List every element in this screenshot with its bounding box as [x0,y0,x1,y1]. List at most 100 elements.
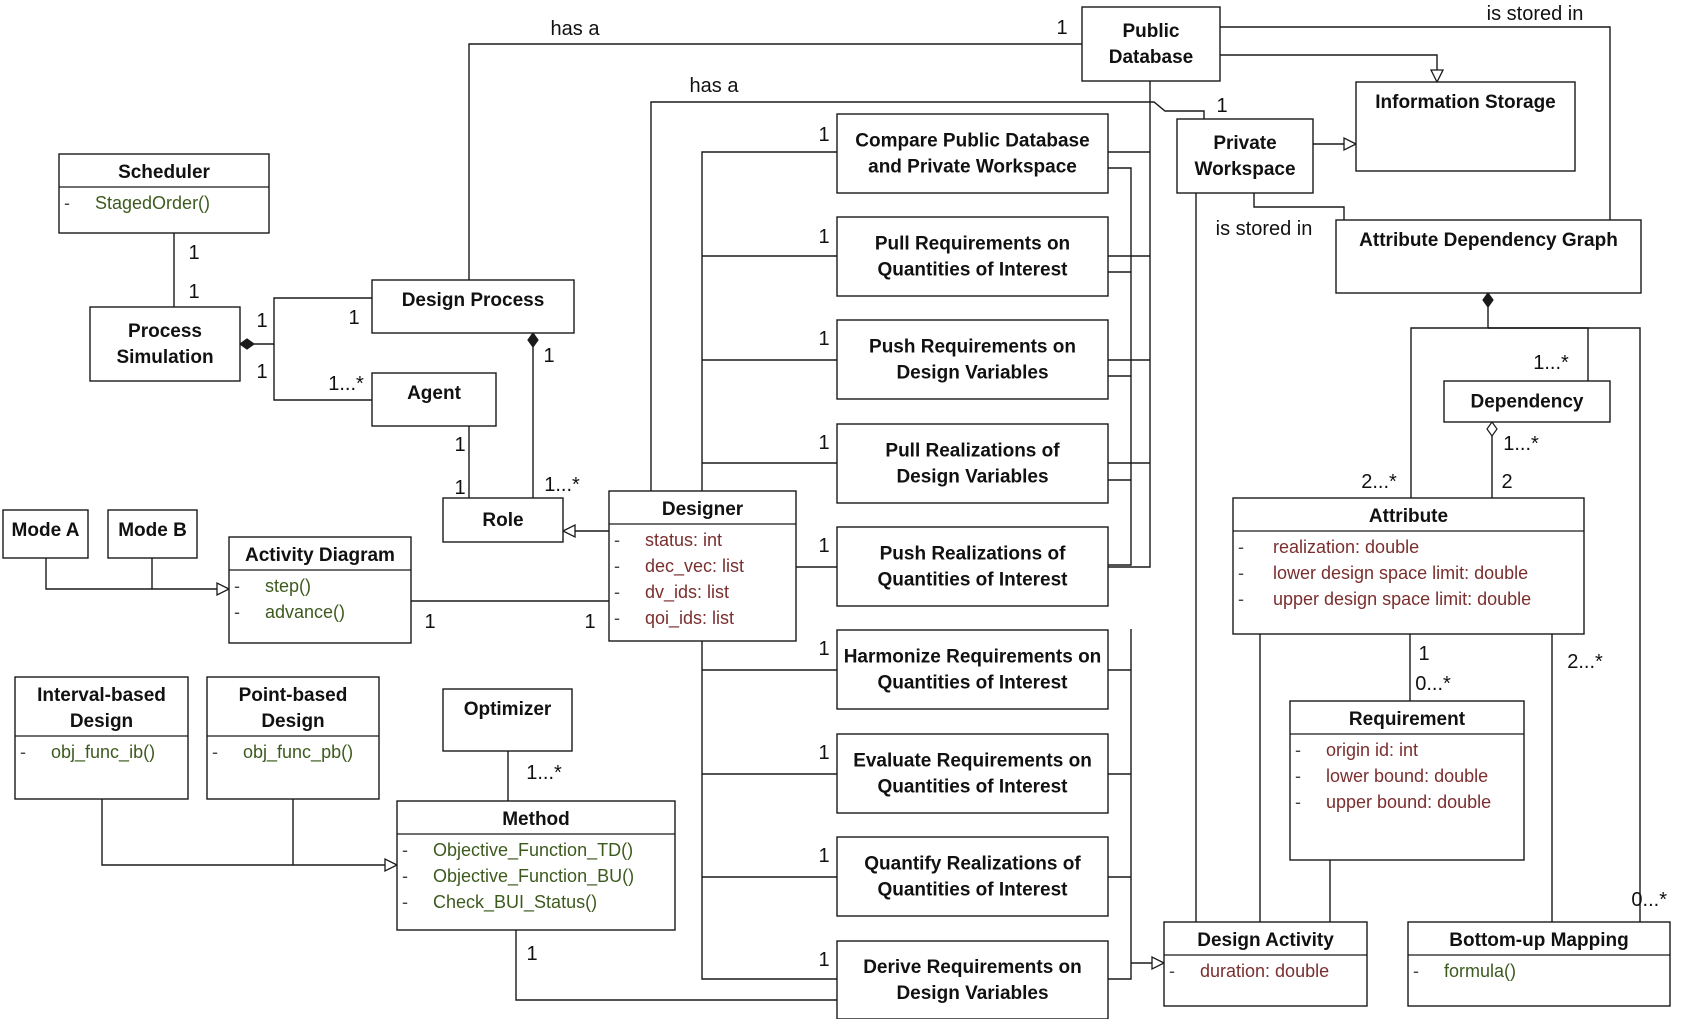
class-information-storage: Information Storage [1355,81,1576,172]
class-box-attribute-dependency-graph [1335,219,1642,294]
class-name-activity-diagram: Activity Diagram [245,545,395,566]
assoc-private-workspace-adg [1253,193,1345,220]
class-agent: Agent [371,372,497,427]
generalization-arrow [384,857,399,873]
comp-adg-bottom-up [1488,327,1641,922]
association-label-is-stored-in-top: is stored in [1487,3,1584,25]
class-name-push-req-dv: Push Requirements on [869,337,1076,358]
multiplicity-m-opt-many: 1...* [526,762,562,784]
class-box-evaluate-req-qoi [836,733,1109,814]
class-name-pull-req-qoi: Pull Requirements on [875,234,1070,255]
multiplicity-m-attr-2: 2 [1501,471,1512,493]
class-box-information-storage [1355,81,1576,172]
class-name-evaluate-req-qoi: Evaluate Requirements on [853,751,1092,772]
multiplicity-m-sched-1: 1 [188,242,199,264]
class-box-dependency [1443,380,1611,423]
class-name-scheduler: Scheduler [118,162,210,183]
class-box-scheduler [58,153,270,234]
visibility-marker: - [234,576,240,596]
multiplicity-m-attr-bu: 2...* [1567,651,1603,673]
class-name-harmonize-req-qoi: Harmonize Requirements on [844,647,1102,668]
visibility-marker: - [402,866,408,886]
visibility-marker: - [1169,961,1175,981]
method-check-bui-status: Check_BUI_Status() [433,892,597,913]
gen-interval-method [101,799,397,866]
class-name-private-workspace: Private [1213,133,1276,154]
gen-public-database-information-storage [1220,54,1438,82]
class-design-activity: Design Activity-duration: double [1163,921,1368,1007]
class-name-compare-pd-pw: and Private Workspace [868,157,1077,178]
generalization-arrow [1429,69,1445,84]
class-name-bottom-up-mapping: Bottom-up Mapping [1449,930,1628,951]
class-name-evaluate-req-qoi: Quantities of Interest [877,777,1068,798]
class-box-mode-b [107,509,198,559]
class-name-attribute-dependency-graph: Attribute Dependency Graph [1359,230,1618,251]
class-method: Method-Objective_Function_TD()-Objective… [396,800,676,931]
class-design-process: Design Process [371,279,575,334]
multiplicity-m-ad-1: 1 [424,611,435,633]
multiplicity-m-role-many: 1...* [544,474,580,496]
generalization-arrow [561,523,576,539]
association-label-has-a-top: has a [551,18,601,40]
assoc-designer-private-workspace [650,101,1205,491]
class-box-interval-based-design [14,676,189,800]
class-mode-a: Mode A [2,509,89,559]
assoc-public-database-adg [1220,26,1611,220]
multiplicity-m-req-many: 0...* [1415,673,1451,695]
multiplicity-m-a4: 1 [818,432,829,454]
class-compare-pd-pw: Compare Public Database and Private Works… [836,113,1109,194]
class-name-method: Method [502,809,570,830]
association-label-is-stored-in-mid: is stored in [1216,218,1313,240]
multiplicity-m-attr-1: 1 [1418,643,1429,665]
class-name-compare-pd-pw: Compare Public Database [855,131,1089,152]
class-requirement: Requirement-origin id: int-lower bound: … [1289,700,1525,861]
multiplicity-m-a8: 1 [818,845,829,867]
class-name-interval-based-design: Design [70,711,133,732]
class-name-point-based-design: Point-based [239,685,348,706]
class-box-quantify-real-qoi [836,836,1109,917]
multiplicity-m-a3: 1 [818,328,829,350]
multiplicity-m-agent-many: 1...* [328,373,364,395]
class-name-role: Role [482,510,523,531]
class-name-process-simulation: Process [128,321,202,342]
visibility-marker: - [614,608,620,628]
bus-designer-activities [701,151,837,491]
class-name-quantify-real-qoi: Quantities of Interest [877,880,1068,901]
class-name-requirement: Requirement [1349,709,1466,730]
visibility-marker: - [614,556,620,576]
class-activity-diagram: Activity Diagram-step()-advance() [228,536,412,644]
association-label-has-a-mid: has a [690,75,740,97]
attribute-origin-id-int: origin id: int [1326,740,1418,760]
multiplicity-m-a6: 1 [818,638,829,660]
class-scheduler: Scheduler-StagedOrder() [58,153,270,234]
visibility-marker: - [20,742,26,762]
multiplicity-m-role-1: 1 [454,477,465,499]
multiplicity-m-a5: 1 [818,535,829,557]
class-designer: Designer-status: int-dec_vec: list-dv_id… [608,490,797,642]
visibility-marker: - [1238,563,1244,583]
multiplicity-m-a2: 1 [818,226,829,248]
attribute-qoi-ids-list: qoi_ids: list [645,608,734,629]
method-obj-func-pb: obj_func_pb() [243,742,353,763]
class-box-agent [371,372,497,427]
multiplicity-m-des-1: 1 [584,611,595,633]
class-mode-b: Mode B [107,509,198,559]
multiplicity-m-a9: 1 [818,949,829,971]
composition-diamond [1482,291,1494,309]
attribute-realization-double: realization: double [1273,537,1419,557]
class-box-public-database [1081,6,1221,82]
visibility-marker: - [64,193,70,213]
class-name-mode-a: Mode A [12,520,80,541]
method-objective-function-td: Objective_Function_TD() [433,840,633,861]
multiplicity-m-bu-many: 0...* [1631,889,1667,911]
attribute-lower-design-space-limit-double: lower design space limit: double [1273,563,1528,583]
composition-diamond [238,338,256,350]
attribute-upper-bound-double: upper bound: double [1326,792,1491,812]
